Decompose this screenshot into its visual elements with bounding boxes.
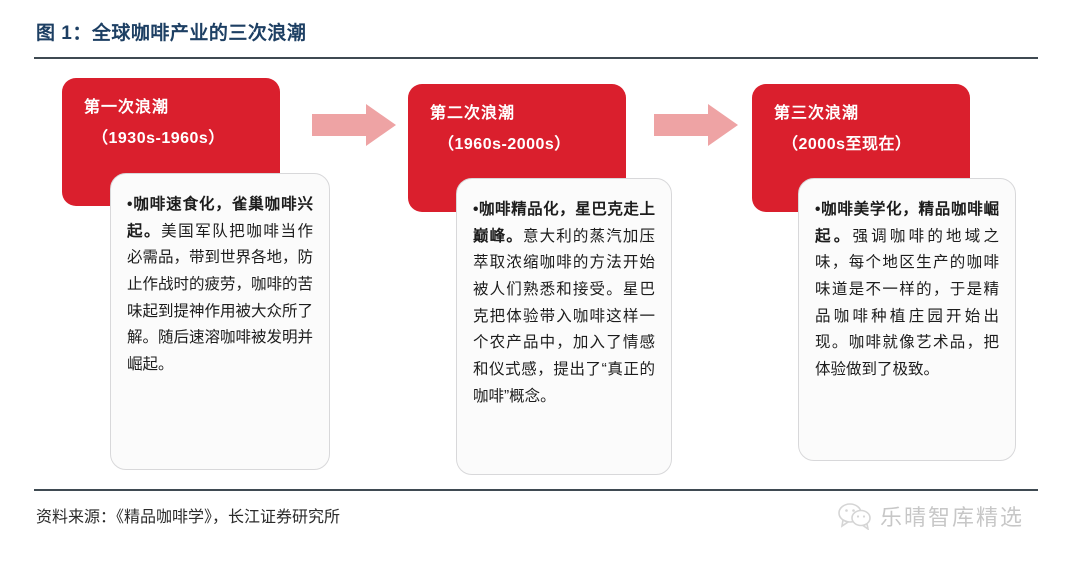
wave-3-detail: 强调咖啡的地域之味，每个地区生产的咖啡味道是不一样的，于是精品咖啡种植庄园开始出… [815,227,999,378]
wechat-icon [838,503,871,530]
wave-3-lead: 咖啡美学化，精品咖啡崛起。 [815,201,999,245]
wave-2-body-card: •咖啡精品化，星巴克走上巅峰。意大利的蒸汽加压萃取浓缩咖啡的方法开始被人们熟悉和… [456,178,672,475]
wave-1-detail: 美国军队把咖啡当作必需品，带到世界各地，防止作战时的疲劳，咖啡的苦味起到提神作用… [127,222,314,373]
wave-2-detail: 意大利的蒸汽加压萃取浓缩咖啡的方法开始被人们熟悉和接受。星巴克把体验带入咖啡这样… [473,227,655,405]
wave-1-lead: 咖啡速食化，雀巢咖啡兴起。 [127,196,313,240]
wave-1-name: 第一次浪潮 [84,99,170,116]
source-note: 资料来源：《精品咖啡学》，长江证券研究所 [36,509,341,526]
wave-1-bullet: • [127,196,133,213]
wave-1-body-card: •咖啡速食化，雀巢咖啡兴起。美国军队把咖啡当作必需品，带到世界各地，防止作战时的… [110,173,330,470]
wave-1-body-text: •咖啡速食化，雀巢咖啡兴起。美国军队把咖啡当作必需品，带到世界各地，防止作战时的… [127,192,313,379]
wave-3-body-text: •咖啡美学化，精品咖啡崛起。强调咖啡的地域之味，每个地区生产的咖啡味道是不一样的… [815,197,999,384]
divider-top [34,57,1038,59]
arrow-wave1-to-wave2 [312,104,396,146]
wave-3-name: 第三次浪潮 [774,105,860,122]
watermark-text: 乐晴智库精选 [880,505,1025,530]
wave-2-name: 第二次浪潮 [430,105,516,122]
wave-3-bullet: • [815,201,821,218]
watermark: 乐晴智库精选 [838,500,1024,532]
wave-3-years: （2000s至现在） [782,135,912,153]
wave-3-body-card: •咖啡美学化，精品咖啡崛起。强调咖啡的地域之味，每个地区生产的咖啡味道是不一样的… [798,178,1016,461]
wave-2-body-text: •咖啡精品化，星巴克走上巅峰。意大利的蒸汽加压萃取浓缩咖啡的方法开始被人们熟悉和… [473,197,655,410]
page-title: 图 1：全球咖啡产业的三次浪潮 [36,23,307,44]
wave-2-years: （1960s-2000s） [438,135,571,153]
wave-2-lead: 咖啡精品化，星巴克走上巅峰。 [473,201,655,245]
divider-bottom [34,489,1038,491]
wave-2-bullet: • [473,201,479,218]
arrow-wave2-to-wave3 [654,104,738,146]
wave-1-years: （1930s-1960s） [92,129,225,147]
